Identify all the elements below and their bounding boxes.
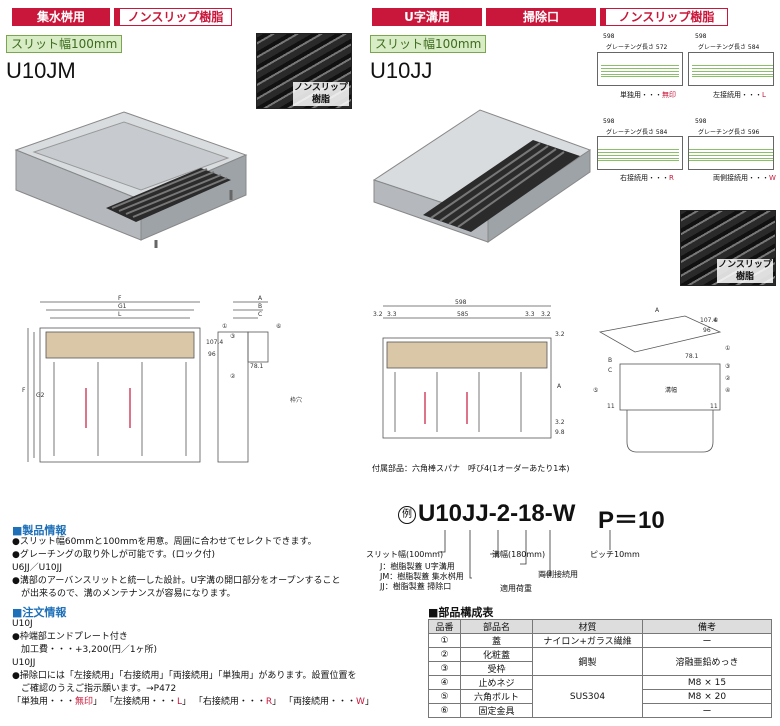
table-header: 品番 部品名 材質 備考 — [428, 619, 772, 634]
svg-text:⑥: ⑥ — [276, 323, 281, 330]
photo-label: ノンスリップ樹脂 — [293, 82, 349, 106]
svg-text:3.3: 3.3 — [387, 311, 397, 318]
accessory-note: 付属部品：六角棒スパナ 呼び4(1オーダーあたり1本) — [372, 464, 570, 473]
svg-text:F: F — [22, 387, 26, 394]
tag-nonslip-right: ノンスリップ樹脂 — [600, 8, 728, 26]
tag-u-ditch: U字溝用 — [372, 8, 482, 26]
svg-text:3.2: 3.2 — [555, 331, 565, 338]
svg-text:3.3: 3.3 — [525, 311, 535, 318]
svg-text:9.8: 9.8 — [555, 429, 565, 436]
drawing-u10jj: 598 3.2 3.3 585 3.3 3.2 3.2 A 3.2 9.8 A … — [373, 299, 731, 453]
svg-text:F: F — [118, 295, 122, 302]
tag-cleanout: 掃除口 — [486, 8, 596, 26]
svg-text:G2: G2 — [36, 392, 45, 399]
svg-text:3.2: 3.2 — [555, 419, 565, 426]
svg-text:78.1: 78.1 — [685, 353, 699, 360]
nonslip-resin-photo-left: ノンスリップ樹脂 — [256, 33, 352, 109]
svg-text:B: B — [258, 303, 262, 310]
product-illustration-u10jj — [372, 109, 592, 243]
svg-text:78.1: 78.1 — [250, 363, 264, 370]
svg-text:C: C — [258, 311, 262, 318]
svg-text:⑥: ⑥ — [713, 317, 718, 324]
drawing-labels-right: 598 3.2 3.3 585 3.3 3.2 3.2 A 3.2 9.8 A … — [373, 299, 731, 436]
svg-text:③: ③ — [725, 363, 730, 370]
svg-text:①: ① — [222, 323, 227, 330]
svg-text:96: 96 — [208, 351, 216, 358]
svg-text:④: ④ — [725, 387, 730, 394]
svg-text:A: A — [557, 383, 562, 390]
photo-label-right: ノンスリップ樹脂 — [717, 259, 773, 283]
svg-text:3.2: 3.2 — [541, 311, 551, 318]
svg-text:枠穴: 枠穴 — [290, 396, 302, 404]
model-name: U10JM — [6, 58, 76, 83]
svg-text:A: A — [655, 307, 660, 314]
product-illustration-u10jm — [14, 111, 248, 248]
svg-text:B: B — [608, 357, 612, 364]
svg-text:598: 598 — [455, 299, 467, 306]
svg-text:③: ③ — [230, 333, 235, 340]
order-info-heading: ■注文情報 — [12, 606, 67, 619]
svg-text:11: 11 — [607, 403, 615, 410]
svg-text:107.4: 107.4 — [206, 339, 223, 346]
svg-text:溝幅: 溝幅 — [665, 386, 677, 394]
svg-text:585: 585 — [457, 311, 469, 318]
svg-text:96: 96 — [703, 327, 711, 334]
parts-heading: ■部品構成表 — [428, 606, 494, 619]
model-name-right: U10JJ — [370, 58, 433, 83]
slit-width-badge: スリット幅100mm — [6, 35, 123, 53]
tag-catch-basin: 集水桝用 — [12, 8, 110, 26]
svg-text:A: A — [258, 295, 263, 302]
svg-text:C: C — [608, 367, 612, 374]
drawing-labels-left: F G1 L F G2 A B C 107.4 96 78.1 ① ③ ⑥ ② … — [22, 295, 302, 404]
svg-text:①: ① — [725, 345, 730, 352]
product-info-heading: ■製品情報 — [12, 524, 67, 537]
svg-text:3.2: 3.2 — [373, 311, 383, 318]
svg-text:L: L — [118, 311, 122, 318]
svg-text:⑤: ⑤ — [593, 387, 598, 394]
tag-nonslip: ノンスリップ樹脂 — [114, 8, 232, 26]
example-mark: 例 — [398, 506, 416, 524]
svg-text:②: ② — [725, 375, 731, 382]
slit-width-badge-right: スリット幅100mm — [370, 35, 487, 53]
drawing-u10jm: F G1 L F G2 A B C 107.4 96 78.1 ① ③ ⑥ ② … — [22, 295, 302, 463]
svg-text:②: ② — [230, 373, 236, 380]
svg-text:G1: G1 — [118, 303, 127, 310]
svg-text:107.4: 107.4 — [700, 317, 717, 324]
svg-text:11: 11 — [710, 403, 718, 410]
nonslip-resin-photo-right: ノンスリップ樹脂 — [680, 210, 776, 286]
